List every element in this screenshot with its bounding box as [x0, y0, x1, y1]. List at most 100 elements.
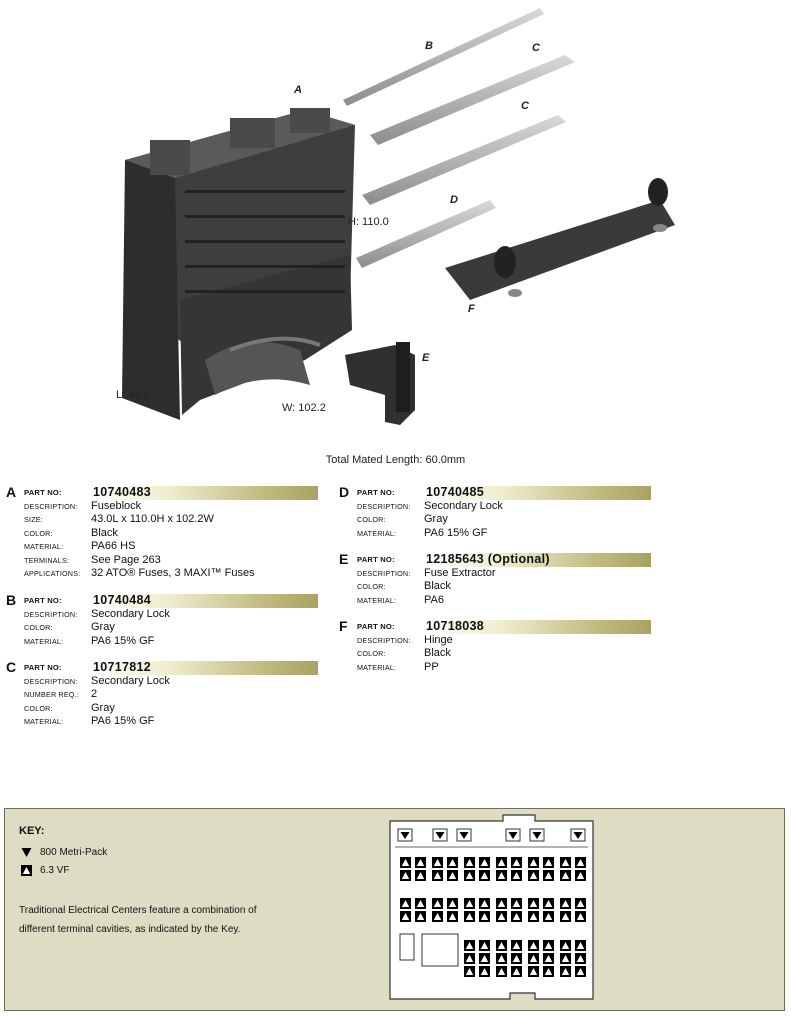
fuse-extractor-illustration [345, 342, 415, 425]
length-dimension: L: 43.0 [116, 389, 150, 401]
field-value: PA6 15% GF [91, 634, 155, 647]
filled-triangle-icon [400, 832, 410, 839]
boxed-triangle-icon [465, 955, 474, 962]
field-label: TERMINALS: [24, 555, 70, 565]
field-label: DESCRIPTION: [24, 501, 78, 511]
filled-triangle-icon [435, 832, 445, 839]
field-value: Fuse Extractor [424, 566, 496, 579]
boxed-triangle-icon [416, 872, 425, 879]
part-no-label: PART NO: [357, 622, 395, 632]
part-d: D PART NO: 10740485 DESCRIPTION:Secondar… [339, 484, 651, 540]
boxed-triangle-icon [512, 913, 521, 920]
field-label: COLOR: [24, 623, 53, 633]
boxed-triangle-icon [512, 955, 521, 962]
field-value: PA6 15% GF [91, 715, 155, 728]
maxi-row [397, 828, 586, 842]
boxed-triangle-icon [529, 942, 538, 949]
key-item-label: 800 Metri-Pack [40, 847, 108, 858]
key-item-metri-pack: 800 Metri-Pack [21, 847, 107, 858]
field-label: DESCRIPTION: [24, 676, 78, 686]
boxed-triangle-icon [576, 955, 585, 962]
boxed-triangle-icon [544, 968, 553, 975]
boxed-triangle-icon [529, 968, 538, 975]
boxed-triangle-icon [497, 955, 506, 962]
boxed-triangle-icon [465, 859, 474, 866]
boxed-triangle-icon [433, 900, 442, 907]
part-no-label: PART NO: [24, 488, 62, 498]
boxed-triangle-icon [401, 900, 410, 907]
callout-c-bottom: C [521, 100, 529, 112]
field-value: PA66 HS [91, 540, 136, 553]
boxed-triangle-icon [497, 913, 506, 920]
boxed-triangle-icon [529, 859, 538, 866]
boxed-triangle-icon [480, 955, 489, 962]
boxed-triangle-icon [512, 968, 521, 975]
callout-a: A [294, 84, 302, 96]
part-number: 10740484 [93, 593, 152, 608]
part-a: A PART NO: 10740483 DESCRIPTION:Fusebloc… [6, 484, 318, 581]
filled-triangle-icon [573, 832, 583, 839]
part-letter: D [339, 484, 350, 500]
boxed-triangle-icon [512, 859, 521, 866]
boxed-triangle-icon [497, 872, 506, 879]
part-no-bar: 10740483 [91, 485, 318, 500]
part-number: 10717812 [93, 660, 152, 675]
boxed-triangle-icon [512, 872, 521, 879]
filled-triangle-icon [21, 848, 32, 857]
boxed-triangle-icon [561, 859, 570, 866]
callout-d: D [450, 194, 458, 206]
callout-b: B [425, 40, 433, 52]
boxed-triangle-icon [561, 913, 570, 920]
part-no-bar: 10740485 [424, 485, 651, 500]
product-illustration [122, 8, 675, 425]
boxed-triangle-icon [433, 872, 442, 879]
part-no-label: PART NO: [357, 488, 395, 498]
boxed-triangle-icon [576, 859, 585, 866]
field-label: MATERIAL: [24, 636, 64, 646]
part-no-label: PART NO: [357, 555, 395, 565]
part-c: C PART NO: 10717812 DESCRIPTION:Secondar… [6, 659, 318, 729]
boxed-triangle-icon [544, 955, 553, 962]
boxed-triangle-icon [401, 913, 410, 920]
boxed-triangle-icon [465, 913, 474, 920]
height-dimension: H: 110.0 [348, 216, 389, 228]
field-value: 43.0L x 110.0H x 102.2W [91, 513, 214, 526]
field-label: DESCRIPTION: [357, 568, 411, 578]
field-value: PP [424, 660, 439, 673]
boxed-triangle-icon [561, 872, 570, 879]
field-value: PA6 15% GF [424, 526, 488, 539]
boxed-triangle-icon [480, 968, 489, 975]
field-label: DESCRIPTION: [357, 501, 411, 511]
field-label: DESCRIPTION: [357, 635, 411, 645]
part-no-bar: 10740484 [91, 593, 318, 608]
field-label: COLOR: [357, 649, 386, 659]
boxed-triangle-icon [465, 872, 474, 879]
field-label: COLOR: [357, 582, 386, 592]
part-letter: F [339, 618, 348, 634]
part-b: B PART NO: 10740484 DESCRIPTION:Secondar… [6, 592, 318, 648]
boxed-triangle-icon [561, 942, 570, 949]
boxed-triangle-icon [465, 900, 474, 907]
part-number: 10718038 [426, 619, 485, 634]
boxed-triangle-icon [529, 955, 538, 962]
filled-triangle-icon [508, 832, 518, 839]
boxed-triangle-icon [21, 865, 32, 876]
part-letter: E [339, 551, 349, 567]
callout-e: E [422, 352, 430, 364]
filled-triangle-icon [459, 832, 469, 839]
boxed-triangle-icon [544, 872, 553, 879]
part-no-label: PART NO: [24, 663, 62, 673]
boxed-triangle-icon [480, 859, 489, 866]
part-letter: B [6, 592, 17, 608]
boxed-triangle-icon [512, 942, 521, 949]
boxed-triangle-icon [544, 913, 553, 920]
field-value: 32 ATO® Fuses, 3 MAXI™ Fuses [91, 567, 255, 580]
total-mated-length: Total Mated Length: 60.0mm [325, 454, 466, 466]
part-no-bar: 10718038 [424, 619, 651, 634]
part-number: 10740483 [93, 485, 152, 500]
boxed-triangle-icon [497, 900, 506, 907]
boxed-triangle-icon [448, 913, 457, 920]
callout-c-top: C [532, 42, 540, 54]
part-number: 10740485 [426, 485, 485, 500]
boxed-triangle-icon [544, 900, 553, 907]
